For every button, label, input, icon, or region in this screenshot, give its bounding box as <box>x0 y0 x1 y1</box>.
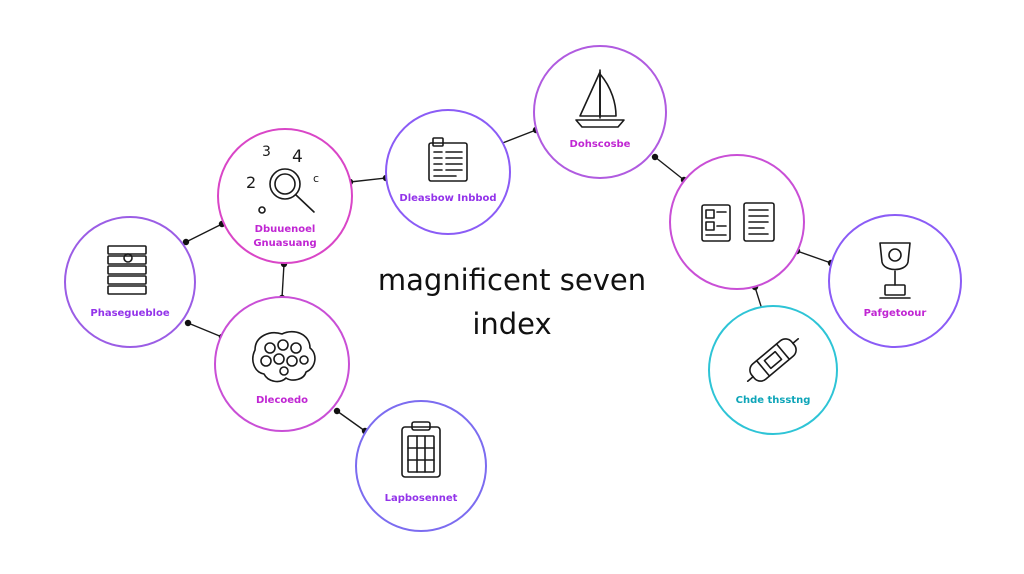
node-clipboard[interactable]: Lapbosennet <box>355 400 487 532</box>
node-ring <box>214 296 350 432</box>
svg-text:2: 2 <box>246 173 256 192</box>
title-line-2: index <box>472 307 551 341</box>
node-label: Lapbosennet <box>385 493 458 504</box>
node-ring <box>64 216 196 348</box>
clipboard-icon <box>401 421 441 478</box>
sailboat-icon <box>575 69 625 128</box>
node-label-line1: Dbuuenoel <box>255 224 316 235</box>
node-pages[interactable] <box>669 154 805 290</box>
node-sailboat[interactable]: Dohscosbe <box>533 45 667 179</box>
node-label: Phaseguebloe <box>90 308 169 319</box>
node-label: Dleasbow Inbbod <box>399 193 496 204</box>
magnifier-numbers-icon: 3 4 2 c <box>246 144 319 214</box>
brain-icon <box>252 330 316 383</box>
connector-dot <box>333 407 341 415</box>
document-icon <box>428 137 468 182</box>
node-search[interactable]: 3 4 2 c Dbuuenoel Gnuasuang <box>217 128 353 264</box>
node-chip[interactable]: Chde thsstng <box>708 305 838 435</box>
node-label-line2: Gnuasuang <box>253 238 316 249</box>
node-label: Chde thsstng <box>736 395 811 406</box>
node-document[interactable]: Dleasbow Inbbod <box>385 109 511 235</box>
node-ring <box>355 400 487 532</box>
svg-text:3: 3 <box>262 144 271 160</box>
server-stack-icon <box>107 245 147 295</box>
svg-text:c: c <box>313 172 319 185</box>
svg-text:4: 4 <box>292 147 303 167</box>
node-label: Dohscosbe <box>570 139 631 150</box>
node-brain[interactable]: Dlecoedo <box>214 296 350 432</box>
chip-tool-icon <box>746 337 800 383</box>
node-stack[interactable]: Phaseguebloe <box>64 216 196 348</box>
trophy-icon <box>879 242 911 299</box>
node-ring <box>708 305 838 435</box>
pages-icon <box>701 202 775 242</box>
node-ring <box>217 128 353 264</box>
connector-dot <box>182 238 190 246</box>
node-label: Dlecoedo <box>256 395 308 406</box>
node-ring <box>669 154 805 290</box>
node-trophy[interactable]: Pafgetoour <box>828 214 962 348</box>
node-label: Pafgetoour <box>864 308 927 319</box>
node-ring <box>385 109 511 235</box>
connector-dot <box>184 319 192 327</box>
connector-dot <box>651 153 659 161</box>
title-line-1: magnificent seven <box>378 263 646 297</box>
